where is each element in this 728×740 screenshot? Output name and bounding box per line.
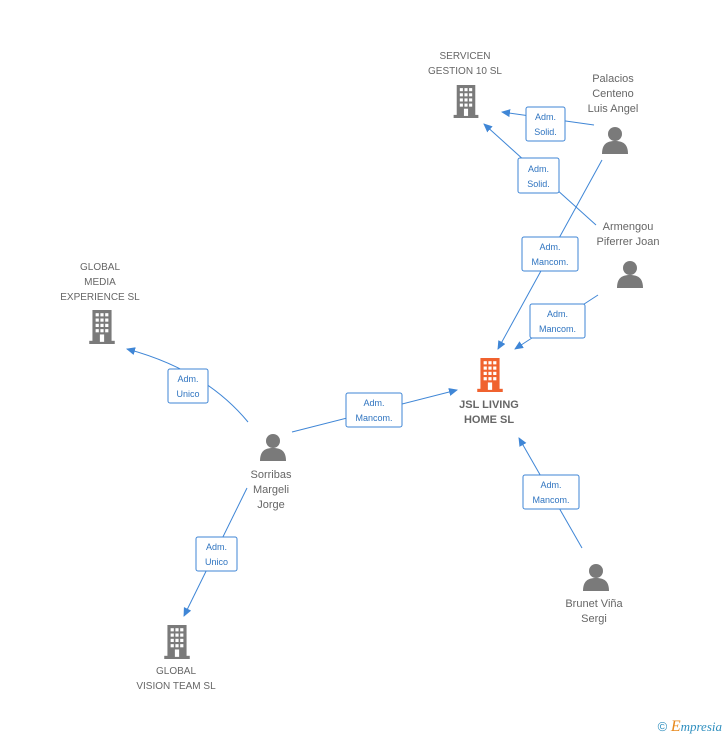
node-servicen[interactable]: SERVICEN GESTION 10 SL (428, 51, 502, 118)
person-icon (260, 434, 286, 461)
edge-label-line-2: Mancom. (532, 495, 569, 505)
edge-label-line-1: Adm. (535, 112, 556, 122)
node-label-line: Luis Angel (588, 103, 639, 115)
edge-label-line-1: Adm. (528, 164, 549, 174)
node-global-media[interactable]: GLOBAL MEDIA EXPERIENCE SL (60, 262, 140, 344)
edge-label-line-2: Solid. (527, 179, 550, 189)
node-label-line: Jorge (257, 499, 285, 511)
node-label-line: Sorribas (251, 469, 292, 481)
person-icon (583, 564, 609, 591)
node-brunet[interactable]: Brunet Viña Sergi (565, 564, 624, 625)
building-icon (89, 310, 115, 344)
node-label-line: Centeno (592, 88, 634, 100)
edge-label-line-2: Mancom. (355, 413, 392, 423)
brand-initial: E (670, 718, 681, 735)
node-armengou[interactable]: Armengou Piferrer Joan (597, 221, 660, 288)
edge-label-sorribas-jsl[interactable]: Adm. Mancom. (345, 392, 403, 428)
node-label-line: GESTION 10 SL (428, 66, 502, 77)
node-label-line: Palacios (592, 73, 634, 85)
node-label-line: MEDIA (84, 277, 116, 288)
node-sorribas[interactable]: Sorribas Margeli Jorge (251, 434, 292, 511)
node-jsl-main[interactable]: JSL LIVING HOME SL (459, 358, 519, 426)
building-icon (453, 85, 479, 118)
edge-label-line-2: Mancom. (539, 324, 576, 334)
copyright-footer: © Empresia (658, 718, 722, 736)
node-palacios[interactable]: Palacios Centeno Luis Angel (588, 73, 639, 154)
node-label-line: SERVICEN (440, 51, 491, 62)
edge-label-line-2: Mancom. (531, 257, 568, 267)
edge-label-line-1: Adm. (363, 398, 384, 408)
copyright-icon: © (657, 719, 668, 734)
building-icon (477, 358, 503, 392)
edge-label-line-1: Adm. (177, 374, 198, 384)
node-label-line: Armengou (603, 221, 654, 233)
edge-label-palacios-servicen[interactable]: Adm. Solid. (525, 106, 566, 142)
edge-label-line-2: Unico (176, 389, 199, 399)
edge-label-armengou-servicen[interactable]: Adm. Solid. (517, 157, 560, 194)
node-label-line: Brunet Viña (565, 598, 623, 610)
node-label-line: HOME SL (464, 414, 514, 426)
edge-label-line-1: Adm. (539, 242, 560, 252)
node-label-line: Piferrer Joan (597, 236, 660, 248)
edge-label-line-1: Adm. (540, 480, 561, 490)
node-label-line: VISION TEAM SL (136, 681, 216, 692)
person-icon (617, 261, 643, 288)
edge-label-armengou-jsl[interactable]: Adm. Mancom. (529, 303, 586, 339)
edge-label-sorribas-media[interactable]: Adm. Unico (167, 368, 209, 404)
building-icon (164, 625, 190, 659)
node-label-line: Margeli (253, 484, 289, 496)
edge-label-line-2: Unico (205, 557, 228, 567)
node-label-line: EXPERIENCE SL (60, 292, 140, 303)
node-label-line: GLOBAL (80, 262, 120, 273)
node-label-line: JSL LIVING (459, 399, 519, 411)
edge-label-sorribas-vision[interactable]: Adm. Unico (195, 536, 238, 572)
brand-name: mpresia (680, 719, 722, 734)
edge-label-palacios-jsl[interactable]: Adm. Mancom. (521, 236, 579, 272)
edge-label-line-1: Adm. (206, 542, 227, 552)
edge-label-line-2: Solid. (534, 127, 557, 137)
node-label-line: GLOBAL (156, 666, 196, 677)
person-icon (602, 127, 628, 154)
edge-label-brunet-jsl[interactable]: Adm. Mancom. (522, 474, 580, 510)
edge-label-line-1: Adm. (547, 309, 568, 319)
node-global-vision[interactable]: GLOBAL VISION TEAM SL (136, 625, 216, 692)
node-label-line: Sergi (581, 613, 607, 625)
